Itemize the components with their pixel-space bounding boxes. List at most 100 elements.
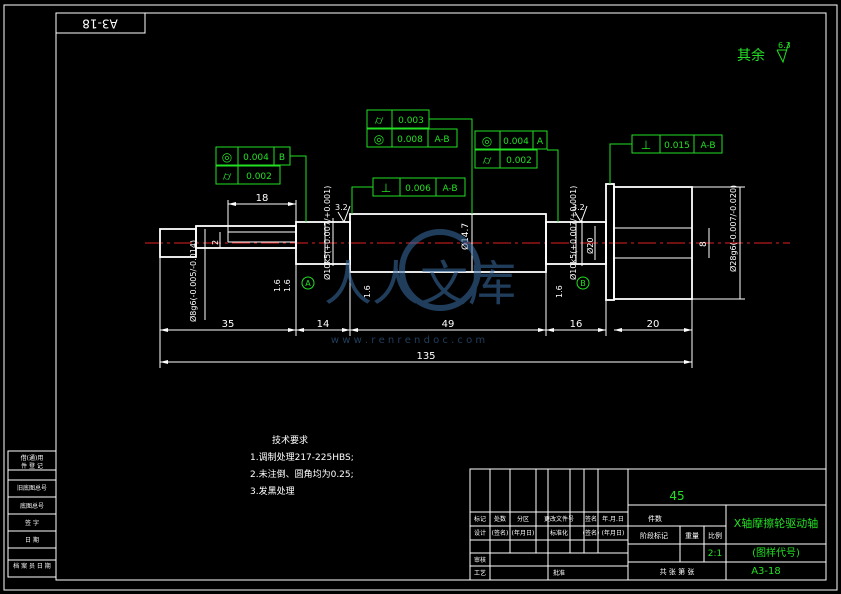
- shaft-outline: [159, 183, 693, 301]
- fcf5-leader: [547, 149, 559, 222]
- dim-brg1-label: Ø10k5(+0.007/+0.001): [322, 186, 332, 280]
- fcf-concentricity-ab: [366, 128, 458, 148]
- dim-2-label: 2: [211, 240, 220, 245]
- left-strip-2: 件 登 记: [21, 462, 43, 470]
- tb-weight-label: 重量: [685, 532, 699, 540]
- outer-border: [3, 4, 838, 591]
- fcf2-tol: 0.002: [246, 172, 272, 182]
- tb-scale: 2:1: [708, 549, 722, 559]
- notes-line1: 1.调制处理217-225HBS;: [250, 451, 354, 463]
- tb-stage-label: 阶段标记: [640, 531, 668, 540]
- fcf8-leader: [609, 143, 632, 184]
- tb-r2-5: (签名): [583, 529, 600, 537]
- tb-hdr-3: 分区: [517, 515, 529, 523]
- tb-hdr-2: 处数: [494, 515, 506, 523]
- notes-line3: 3.发黑处理: [250, 485, 295, 497]
- dim-49: [350, 328, 546, 332]
- tb-r2-1: 设计: [474, 529, 486, 537]
- tb-quantity: 45: [669, 489, 684, 503]
- fcf3-sym: ⌭: [375, 113, 384, 127]
- left-strip-4: 底图总号: [20, 502, 44, 510]
- roughness-16c: 1.6: [555, 285, 564, 298]
- dim-20-label: 20: [647, 319, 660, 330]
- dim-35-label: 35: [222, 319, 235, 330]
- dim-14: [296, 328, 350, 332]
- tb-hdr-4: 更改文件号: [544, 515, 574, 523]
- dim-brg2-label: Ø10k5(+0.007/+0.001): [568, 186, 578, 280]
- fcf7-leader: [351, 186, 373, 214]
- fcf1-leader: [290, 155, 307, 222]
- tb-hdr-5: 签名: [585, 515, 597, 523]
- tb-check-label: 审核: [474, 556, 486, 564]
- tb-sheets: 共 张 第 张: [660, 567, 695, 576]
- left-strip-6: 日 期: [25, 536, 39, 544]
- fcf-cylindricity-3: [474, 149, 538, 169]
- left-strip-1: 借(通)用: [21, 454, 44, 462]
- left-strip-5: 签 字: [25, 519, 39, 527]
- svg-text:w w w . r e n r e n d o c . c: w w w . r e n r e n d o c . c o m: [331, 335, 485, 346]
- fcf6-sym: ⌭: [483, 153, 492, 167]
- roughness-32b: 3.2: [572, 203, 585, 212]
- fcf5-sym: ◎: [482, 134, 492, 148]
- roughness-32b-icon: [574, 205, 588, 224]
- dim-35: [160, 328, 296, 332]
- fcf8-ref: A-B: [700, 141, 715, 151]
- title-block: [469, 468, 827, 581]
- drawing-number-inverted: A3-18: [82, 17, 117, 31]
- tb-scale-label: 比例: [708, 531, 722, 540]
- tb-hdr-1: 标记: [474, 515, 486, 523]
- roughness-16b: 1.6: [363, 285, 372, 298]
- fcf1-tol: 0.004: [243, 153, 269, 163]
- fcf7-sym: ⊥: [381, 181, 391, 195]
- fcf-concentricity-a: [474, 130, 548, 150]
- fcf6-tol: 0.002: [506, 156, 532, 166]
- dim-mid-label: Ø14.7: [460, 223, 471, 250]
- dim-18-label: 18: [256, 193, 269, 204]
- roughness-16d: 1.6: [273, 279, 282, 292]
- datum-a-label: A: [305, 279, 311, 288]
- dim-18: [228, 202, 296, 206]
- watermark: 人人文库 w w w . r e n r e n d o c . c o m: [324, 229, 516, 346]
- left-strip-table: [7, 450, 57, 578]
- dim-left-dia-label: Ø8g6(-0.005/-0.014): [188, 240, 198, 322]
- fcf3-tol: 0.003: [398, 116, 424, 126]
- dim-flange-label: Ø20: [585, 238, 595, 254]
- notes-line2: 2.未注倒、圆角均为0.25;: [250, 468, 354, 480]
- drawing-number-box: [55, 12, 146, 34]
- svg-text:人人文库: 人人文库: [324, 256, 516, 312]
- tb-drawing-code-label: (图样代号): [752, 546, 800, 559]
- tb-r2-2: (签名): [492, 529, 509, 537]
- fcf3-leader: [429, 118, 473, 214]
- roughness-16a: 1.6: [283, 279, 292, 292]
- roughness-note: 其余: [737, 47, 765, 64]
- fcf7-ref: A-B: [442, 184, 457, 194]
- fcf-cylindricity-1: [215, 165, 281, 185]
- tb-part-name: X轴摩擦轮驱动轴: [734, 516, 819, 530]
- dim-135-label: 135: [416, 351, 435, 362]
- fcf1-sym: ◎: [222, 150, 232, 164]
- dim-8-label: 8: [699, 241, 709, 247]
- tb-r2-3: (年月日): [512, 529, 535, 537]
- datum-b-label: B: [580, 279, 586, 288]
- left-strip-7: 档 案 员 日 期: [13, 562, 51, 570]
- dim-right-label: Ø28g6(-0.007/-0.020): [728, 185, 738, 272]
- fcf4-tol: 0.008: [397, 135, 423, 145]
- fcf8-tol: 0.015: [664, 141, 690, 151]
- fcf8-sym: ⊥: [641, 138, 651, 152]
- dim-16: [546, 328, 606, 332]
- roughness-value: 6.3: [778, 41, 791, 50]
- tb-drawing-code: A3-18: [751, 566, 781, 577]
- tb-hdr-6: 年.月.日: [602, 515, 624, 523]
- tb-r2-6: (年月日): [602, 529, 625, 537]
- roughness-32a: 3.2: [335, 203, 348, 212]
- dim-135: [160, 360, 692, 364]
- datum-a-circle: [301, 276, 315, 290]
- datum-b-circle: [576, 276, 590, 290]
- fcf5-ref: A: [537, 137, 544, 147]
- fcf2-sym: ⌭: [223, 169, 232, 183]
- dim-14-label: 14: [317, 319, 330, 330]
- fcf5-tol: 0.004: [503, 137, 529, 147]
- inner-border: [55, 12, 827, 581]
- left-strip-3: 旧底图总号: [17, 484, 47, 492]
